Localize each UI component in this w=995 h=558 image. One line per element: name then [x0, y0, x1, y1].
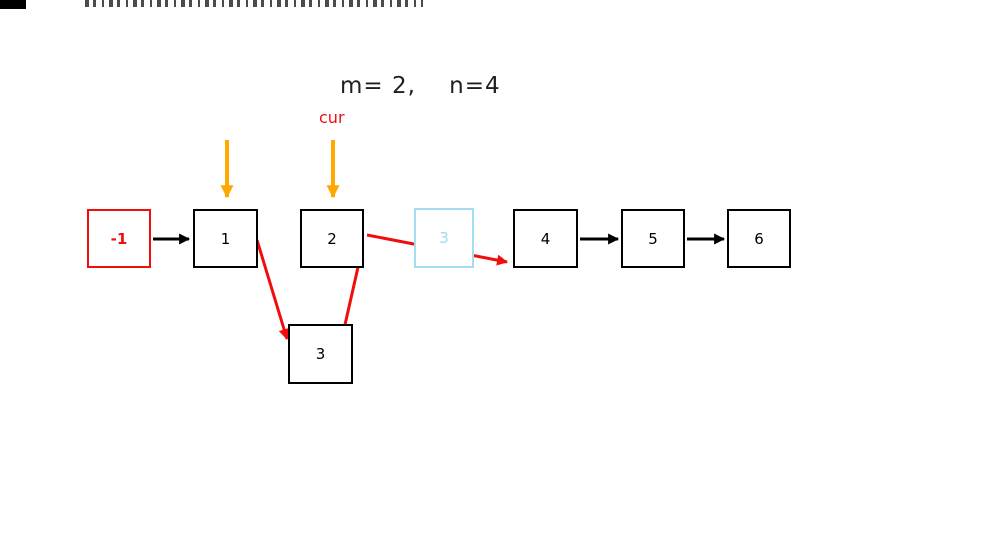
node-3-ghost: 3 [414, 208, 474, 268]
cur-pointer-label: cur [319, 108, 345, 127]
node-label: 2 [327, 229, 337, 248]
node-5: 5 [621, 209, 685, 268]
node-4: 4 [513, 209, 578, 268]
node-label: 6 [754, 229, 764, 248]
params-label: m= 2, n=4 [340, 73, 501, 99]
node-label: 1 [220, 229, 231, 248]
node-label: 4 [540, 229, 551, 248]
cropped-text-remnant [85, 0, 423, 7]
node-3-moved: 3 [288, 324, 353, 384]
cropped-toolbar-remnant [0, 0, 26, 9]
node-label: 3 [315, 345, 326, 363]
node-2: 2 [300, 209, 364, 268]
node-dummy-head: -1 [87, 209, 151, 268]
node-label: -1 [110, 229, 128, 248]
node-6: 6 [727, 209, 791, 268]
node-1: 1 [193, 209, 258, 268]
edge-1-to-3 [255, 239, 290, 341]
node-label: 3 [439, 229, 449, 247]
node-label: 5 [648, 229, 658, 248]
